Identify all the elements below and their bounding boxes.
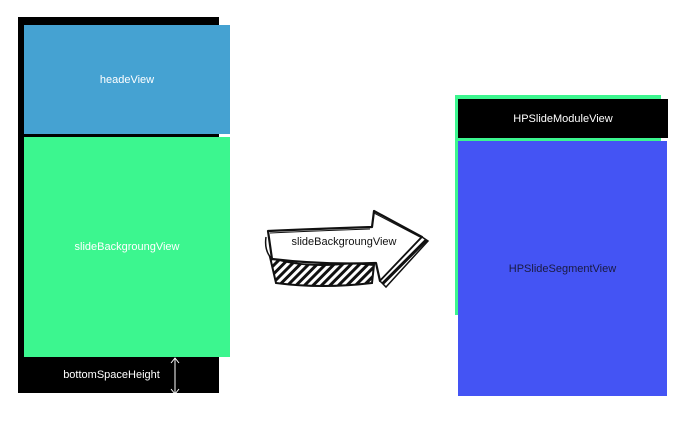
transform-arrow-icon	[264, 209, 430, 289]
segment-view-block: HPSlideSegmentView	[458, 141, 667, 396]
bottom-space-label: bottomSpaceHeight	[63, 369, 160, 381]
dimension-arrow-icon	[170, 357, 180, 395]
segment-view-label: HPSlideSegmentView	[508, 262, 617, 275]
slide-background-block: slideBackgroungView	[24, 137, 230, 357]
module-view-label: HPSlideModuleView	[513, 112, 613, 125]
module-view-block: HPSlideModuleView	[458, 99, 668, 138]
slide-background-label: slideBackgroungView	[74, 241, 180, 253]
arrow-label: slideBackgroungView	[291, 236, 397, 248]
head-view-block: headeView	[24, 25, 230, 134]
head-view-label: headeView	[99, 73, 155, 86]
